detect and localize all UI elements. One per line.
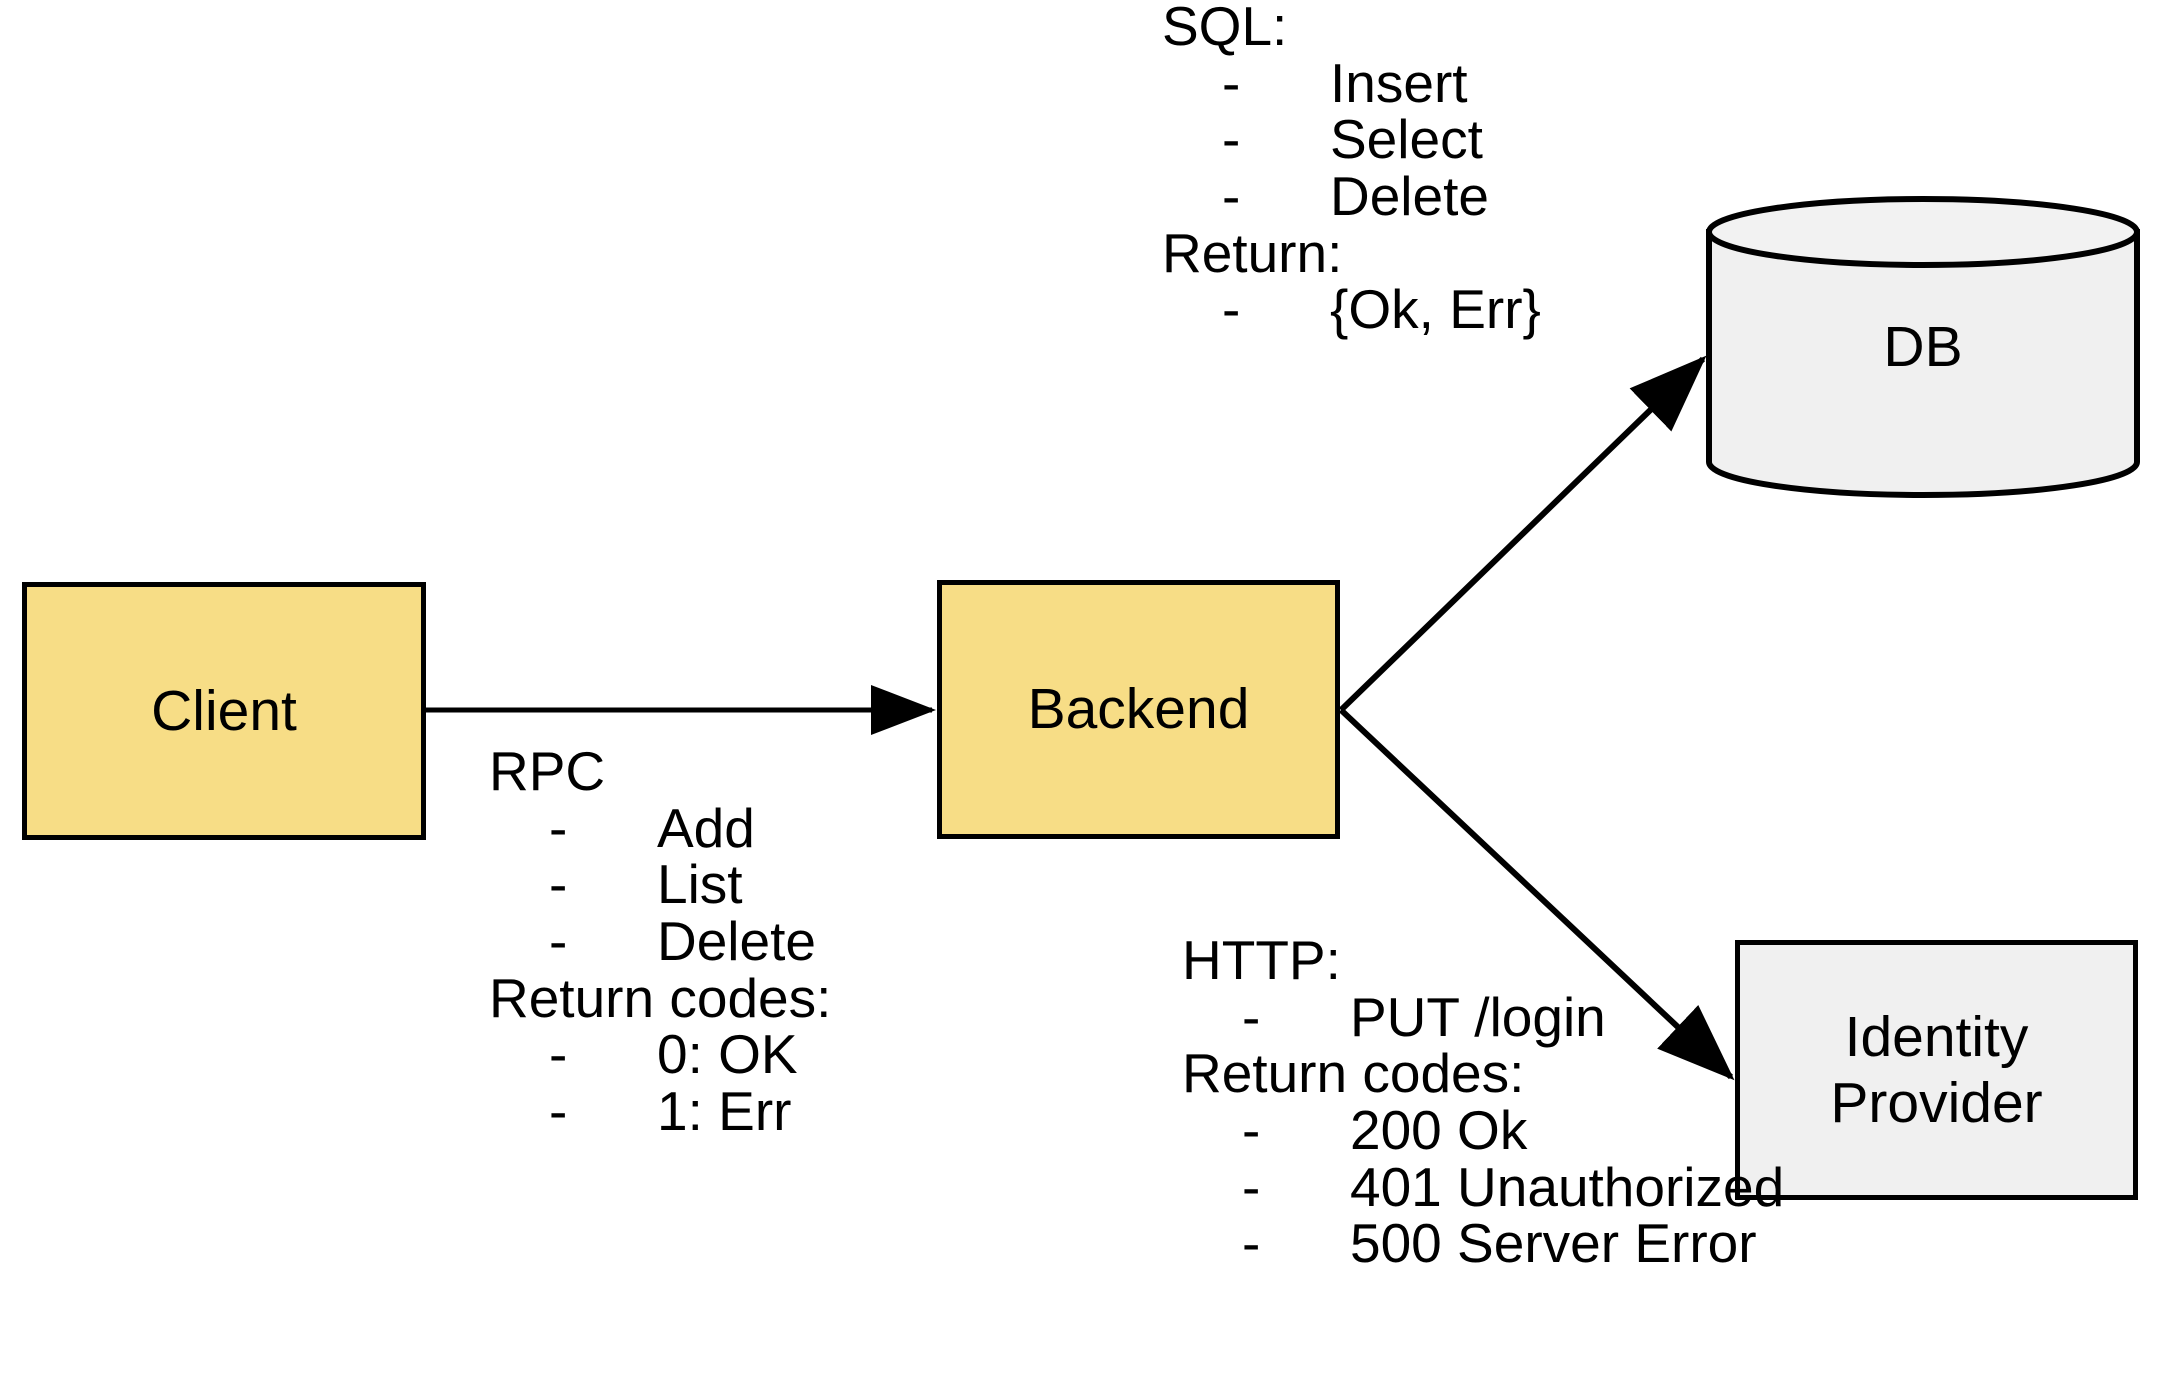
http-return-item-2-label: 500 Server Error	[1350, 1212, 1757, 1275]
sql-item-insert: - Insert	[1162, 51, 1541, 114]
sql-item-0-label: Insert	[1330, 51, 1468, 114]
rpc-item-0-label: Add	[657, 796, 755, 859]
node-backend[interactable]: Backend	[937, 580, 1340, 839]
node-client-label: Client	[151, 678, 297, 743]
sql-bullet-1: -	[1222, 108, 1241, 171]
rpc-bullet-2: -	[549, 909, 568, 972]
node-db-label: DB	[1883, 315, 1963, 379]
rpc-item-1-label: List	[657, 853, 743, 916]
rpc-item-add: - Add	[489, 796, 831, 859]
idp-label-line2: Provider	[1830, 1071, 2043, 1135]
http-bullet-0: -	[1242, 985, 1261, 1048]
http-return-item-200: -200 Ok	[1182, 1102, 1784, 1159]
http-return-item-0-label: 200 Ok	[1350, 1098, 1528, 1161]
sql-bullet-2: -	[1222, 164, 1241, 227]
annotation-http: HTTP: -PUT /login Return codes: -200 Ok …	[1182, 932, 1784, 1272]
sql-item-1-label: Select	[1330, 108, 1483, 171]
http-return-item-1-label: 401 Unauthorized	[1350, 1155, 1785, 1218]
annotation-sql: SQL: -Insert -Select -Delete Return: -{O…	[1162, 0, 1541, 338]
rpc-item-list: - List	[489, 856, 831, 913]
http-return-bullet-2: -	[1242, 1212, 1261, 1275]
edge-backend-to-db	[1338, 355, 1707, 713]
annotation-rpc: RPC -Add -List -Delete Return codes: -0:…	[489, 743, 831, 1139]
http-return-bullet-0: -	[1242, 1098, 1261, 1161]
db-cylinder-body	[1706, 229, 2140, 498]
sql-return-item-0-label: {Ok, Err}	[1330, 278, 1541, 341]
node-db[interactable]	[1706, 196, 2140, 498]
sql-item-select: - Select	[1162, 111, 1541, 168]
http-return-bullet-1: -	[1242, 1155, 1261, 1218]
rpc-return-item-1-label: 1: Err	[657, 1079, 792, 1142]
rpc-return-bullet-0: -	[549, 1023, 568, 1086]
http-item-0-label: PUT /login	[1350, 985, 1606, 1048]
rpc-item-delete: -Delete	[489, 913, 831, 970]
http-item-put-login: - PUT /login	[1182, 985, 1784, 1048]
http-return-heading: Return codes:	[1182, 1042, 1525, 1105]
sql-return-heading: Return:	[1162, 221, 1343, 284]
idp-label-line1: Identity	[1844, 1004, 2029, 1069]
rpc-return-heading: Return codes:	[489, 966, 832, 1029]
node-backend-label: Backend	[1027, 677, 1250, 742]
rpc-bullet-1: -	[549, 853, 568, 916]
sql-return-item-ok-err: - {Ok, Err}	[1162, 281, 1541, 338]
db-cylinder-top	[1706, 196, 2140, 268]
rpc-return-bullet-1: -	[549, 1079, 568, 1142]
rpc-bullet-0: -	[549, 796, 568, 859]
http-heading: HTTP:	[1182, 929, 1341, 991]
http-return-item-401: - 401 Unauthorized	[1182, 1155, 1785, 1218]
sql-item-delete: -Delete	[1162, 168, 1541, 225]
rpc-item-2-label: Delete	[657, 909, 816, 972]
sql-item-2-label: Delete	[1330, 164, 1489, 227]
rpc-heading: RPC	[489, 740, 606, 802]
sql-bullet-0: -	[1222, 51, 1241, 114]
rpc-return-item-0-label: 0: OK	[657, 1023, 798, 1086]
node-db-label-wrap: DB	[1706, 196, 2140, 498]
rpc-return-item-ok: - 0: OK	[489, 1026, 831, 1083]
rpc-return-item-err: -1: Err	[489, 1083, 831, 1140]
node-client[interactable]: Client	[22, 582, 426, 840]
sql-heading: SQL:	[1162, 0, 1288, 57]
sql-return-bullet-0: -	[1222, 278, 1241, 341]
http-return-item-500: - 500 Server Error	[1182, 1215, 1784, 1272]
